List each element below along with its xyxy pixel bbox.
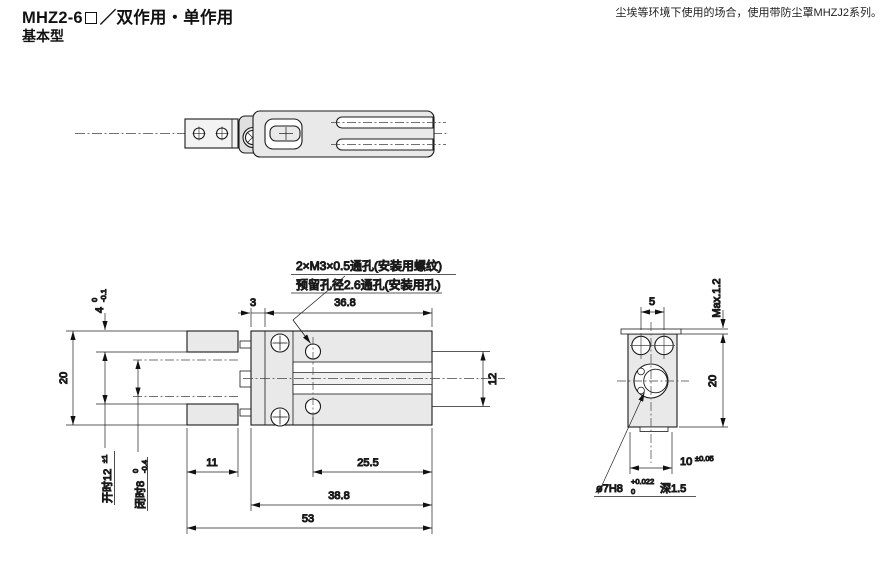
top-view-body (252, 110, 446, 158)
svg-text:0: 0 (631, 487, 635, 496)
label-open-width: 开时12 ±1 (99, 451, 115, 505)
svg-text:深1.5: 深1.5 (660, 482, 686, 495)
label-bore: ø7H8 +0.022 0 深1.5 (594, 476, 696, 497)
svg-text:闭时8: 闭时8 (134, 481, 147, 509)
svg-text:±1: ±1 (100, 455, 109, 463)
side-view-dimensions (597, 307, 728, 495)
dim-25-5: 25.5 (357, 457, 378, 469)
callout-thread: 2×M3×0.5通孔(安装用螺纹) (296, 258, 442, 273)
svg-text:ø7H8: ø7H8 (596, 483, 623, 495)
dim-max-1-2: Max.1.2 (711, 278, 723, 317)
label-closed-width: 闭时8 0 -0.4 (130, 457, 150, 511)
svg-text:+0.022: +0.022 (631, 477, 654, 486)
svg-text:-0.4: -0.4 (140, 460, 149, 473)
dim-front-20: 20 (58, 372, 70, 384)
dim-12: 12 (487, 373, 499, 385)
dim-53: 53 (302, 513, 314, 525)
dim-3: 3 (250, 297, 256, 309)
front-view-top-dimensions (238, 308, 433, 327)
svg-text:-0.1: -0.1 (99, 289, 108, 302)
dim-11: 11 (206, 457, 217, 469)
svg-text:0: 0 (131, 469, 140, 473)
top-view (75, 110, 448, 158)
model-number: MHZ2-6 (22, 9, 83, 27)
dim-finger-thickness: 4 0 -0.1 (89, 289, 108, 314)
svg-text:开时12: 开时12 (101, 469, 114, 503)
page-subtitle: 基本型 (22, 28, 64, 44)
front-view-fingers (186, 330, 252, 426)
dim-side-20: 20 (707, 375, 719, 387)
dim-5: 5 (649, 296, 655, 308)
dust-note: 尘埃等环境下使用的场合，使用带防尘罩MHZJ2系列。 (615, 7, 882, 19)
svg-text:0: 0 (90, 298, 99, 302)
dim-10: 10 (680, 456, 692, 468)
callout-leader (292, 275, 346, 344)
model-size-placeholder-box (84, 12, 97, 24)
front-view-bottom-dimensions (186, 417, 433, 534)
svg-text:4: 4 (94, 307, 106, 313)
page-title: MHZ2-6 ／双作用・单作用 (22, 4, 233, 28)
model-action-type: ／双作用・单作用 (99, 9, 234, 27)
dim-38-8: 38.8 (328, 490, 349, 502)
front-view-left-dimensions (66, 313, 187, 452)
side-view: 5 Max.1.2 20 10 ±0.05 ø7H8 +0.022 0 深1.5 (594, 278, 728, 497)
side-view-body (617, 322, 689, 463)
dim-36-8: 36.8 (334, 297, 355, 309)
callout-hole: 预留孔径2.6通孔(安装用孔) (296, 277, 441, 292)
front-view-right-dimension (432, 351, 490, 407)
front-view: 20 4 0 -0.1 开时12 ±1 闭时8 0 -0.4 (57, 257, 505, 534)
dim-10-tol: ±0.05 (695, 454, 714, 463)
top-view-finger-bracket (184, 118, 239, 149)
front-view-closed-position-phantom (133, 359, 238, 397)
